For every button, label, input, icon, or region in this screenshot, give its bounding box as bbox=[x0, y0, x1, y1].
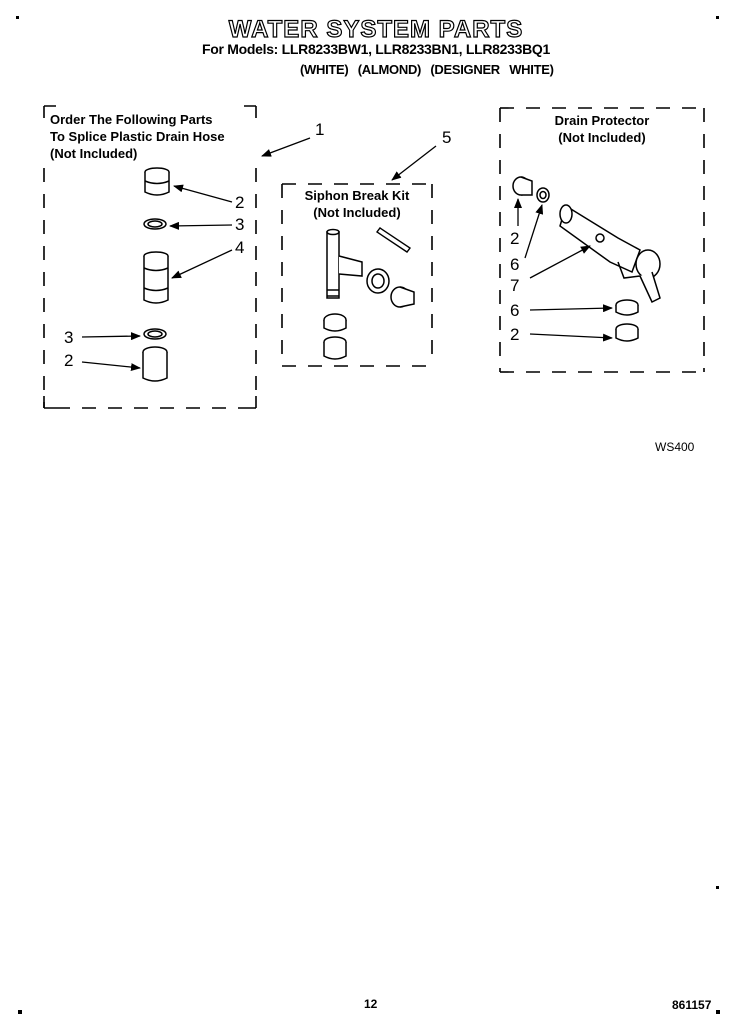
drain-ring-large bbox=[615, 299, 639, 316]
models-line: For Models: LLR8233BW1, LLR8233BN1, LLR8… bbox=[202, 41, 550, 57]
colors-line: (WHITE) (ALMOND) (DESIGNER WHITE) bbox=[300, 62, 554, 77]
callout-4: 4 bbox=[235, 238, 245, 257]
corner-mark-mid-right bbox=[716, 886, 719, 889]
callout-2-drain-bottom: 2 bbox=[510, 325, 520, 344]
siphon-box-frame bbox=[281, 183, 433, 367]
callout-6-drain-bottom: 6 bbox=[510, 301, 520, 320]
corner-mark-top-right bbox=[716, 16, 719, 19]
siphon-label-line1: Siphon Break Kit bbox=[304, 188, 410, 203]
siphon-label-line2: (Not Included) bbox=[313, 205, 401, 220]
hose-connector-bottom bbox=[142, 346, 168, 382]
corner-mark-bottom-left bbox=[18, 1010, 22, 1014]
siphon-tee-fitting bbox=[326, 228, 363, 299]
diagram-code: WS400 bbox=[655, 440, 695, 454]
callout-leaders bbox=[81, 137, 613, 372]
siphon-box-label: Siphon Break Kit (Not Included) bbox=[282, 187, 432, 221]
splice-label-line3: (Not Included) bbox=[50, 146, 138, 161]
page-number: 12 bbox=[364, 997, 378, 1011]
clamp-ring-bottom bbox=[143, 328, 167, 340]
siphon-coupling-nut bbox=[366, 268, 390, 294]
callout-5: 5 bbox=[442, 128, 452, 147]
drain-label-line1: Drain Protector bbox=[554, 113, 650, 128]
drain-protector-body bbox=[559, 204, 661, 304]
splice-label-line1: Order The Following Parts bbox=[50, 112, 213, 127]
siphon-adapter bbox=[390, 286, 415, 308]
callout-2-splice-top: 2 bbox=[235, 193, 245, 212]
splice-box-frame bbox=[43, 105, 257, 409]
corner-mark-top-left bbox=[16, 16, 19, 19]
siphon-grommet bbox=[323, 313, 347, 332]
drain-ring-small bbox=[536, 187, 550, 203]
callout-3-splice-bottom: 3 bbox=[64, 328, 74, 347]
hose-connector-middle bbox=[143, 251, 169, 304]
callout-2-drain-top: 2 bbox=[510, 229, 520, 248]
drain-cap-large bbox=[615, 323, 639, 342]
hose-connector-top bbox=[144, 167, 170, 196]
drain-box-frame bbox=[499, 107, 705, 373]
callout-7: 7 bbox=[510, 276, 520, 295]
corner-mark-bottom-right bbox=[716, 1010, 720, 1014]
drain-label-line2: (Not Included) bbox=[558, 130, 646, 145]
callout-6-drain-top: 6 bbox=[510, 255, 520, 274]
drain-cap-small bbox=[512, 176, 533, 196]
siphon-cap bbox=[323, 336, 347, 360]
callout-1: 1 bbox=[315, 120, 325, 139]
clamp-ring-top bbox=[143, 218, 167, 230]
siphon-tie-strap bbox=[375, 227, 412, 253]
callout-3-splice-top: 3 bbox=[235, 215, 245, 234]
drain-box-label: Drain Protector (Not Included) bbox=[500, 112, 704, 146]
splice-label-line2: To Splice Plastic Drain Hose bbox=[50, 129, 225, 144]
document-number: 861157 bbox=[672, 998, 712, 1012]
splice-box-label: Order The Following Parts To Splice Plas… bbox=[50, 111, 225, 162]
callout-2-splice-bottom: 2 bbox=[64, 351, 74, 370]
page-title: WATER SYSTEM PARTS bbox=[228, 15, 524, 43]
